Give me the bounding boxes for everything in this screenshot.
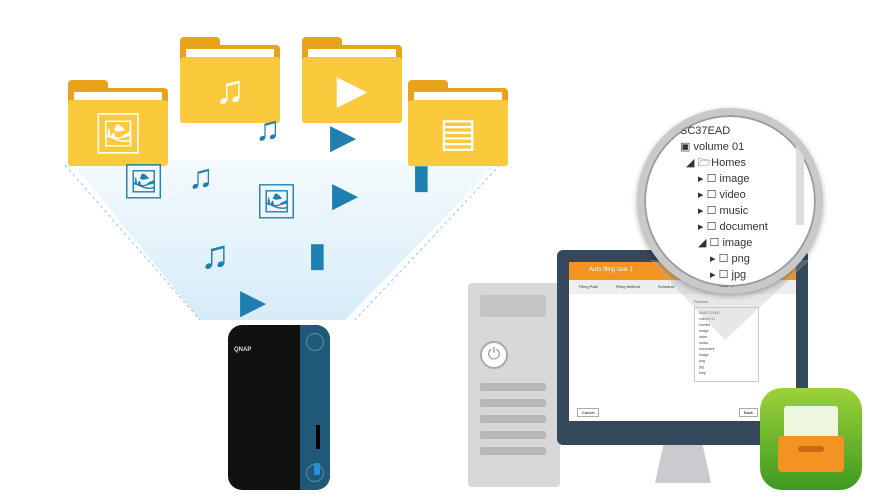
preview-label: Preview [694,299,709,304]
power-icon: ⏻ [480,341,508,369]
filing-dialog: Auto filing task 1 Filing Path Filing Me… [569,262,796,421]
music-icon: ♫ [200,233,230,277]
magnified-tree: SC37EAD ▣ volume 01 ◢ 🗁Homes ▸ ☐ image ▸… [680,125,768,294]
video-icon: ▶ [330,118,357,156]
music-folder: ♫ [180,37,280,123]
sd-slot [316,425,320,449]
cancel-button[interactable]: Cancel [577,408,600,417]
scrollbar[interactable] [796,135,804,225]
usb-port [314,463,320,475]
monitor-stand [655,445,711,483]
video-folder: ▶ [302,37,402,123]
tab-schedule[interactable]: Schedule [657,284,675,289]
document-icon: ▤ [408,100,508,166]
qfiling-app-icon[interactable] [760,388,862,490]
back-button[interactable]: Back [739,408,758,417]
music-icon: ♫ [255,110,281,148]
document-icon: ▮ [308,236,327,274]
power-button[interactable] [306,333,324,351]
tab-filing-path[interactable]: Filing Path [579,284,598,289]
video-icon: ▶ [240,283,267,321]
video-icon: ▶ [332,176,359,214]
image-icon: 🖼 [68,100,168,166]
image-folder: 🖼 [68,80,168,166]
dialog-title: Auto filing task 1 [589,267,634,273]
magnifier: SC37EAD ▣ volume 01 ◢ 🗁Homes ▸ ☐ image ▸… [637,108,823,294]
document-icon: ▮ [412,158,431,196]
nas-brand: QNAP [234,347,252,353]
nas-device: QNAP [228,325,330,490]
image-icon: 🖼 [255,183,299,221]
video-icon: ▶ [302,57,402,123]
image-icon: 🖼 [122,163,166,201]
tab-filing-method[interactable]: Filing Method [615,284,640,289]
music-icon: ♫ [180,57,280,123]
music-icon: ♫ [188,158,214,196]
document-folder: ▤ [408,80,508,166]
pc-tower: ⏻ [468,283,560,487]
